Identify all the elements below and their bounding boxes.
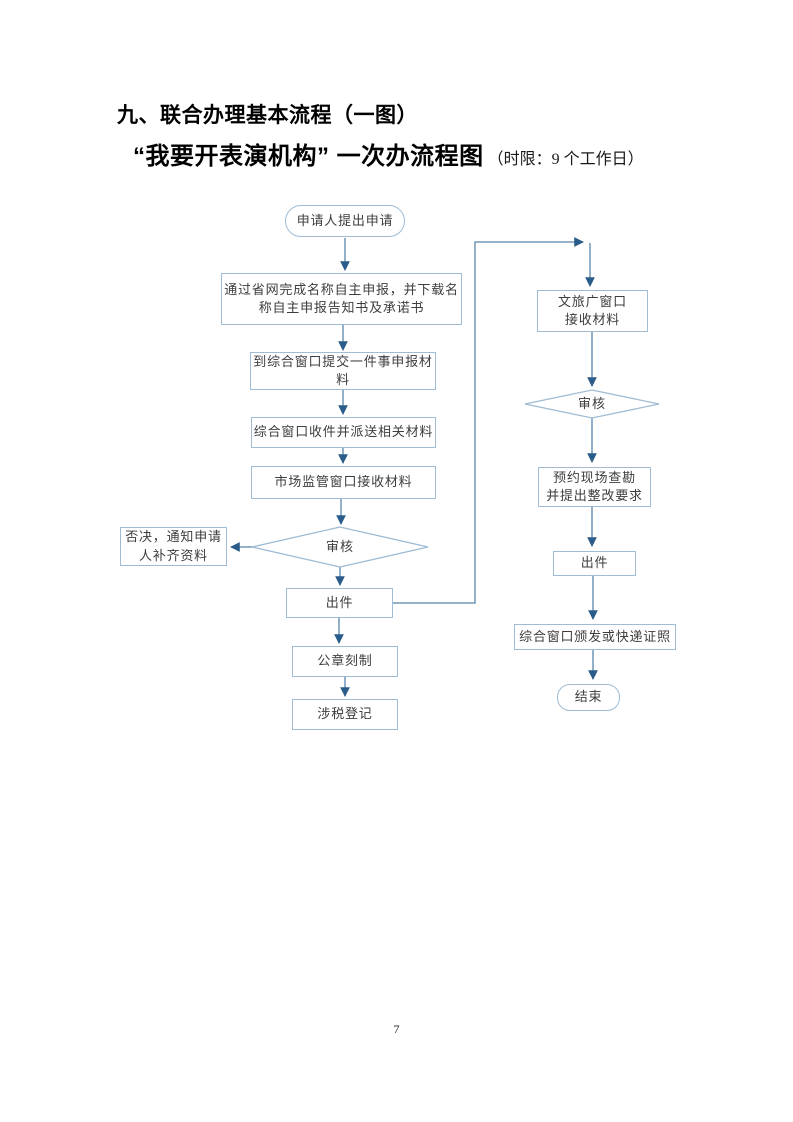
node-label: 公章刻制 <box>317 653 373 669</box>
node-seal-engraving: 公章刻制 <box>292 646 398 677</box>
node-issue-right: 出件 <box>553 551 636 576</box>
node-label: 申请人提出申请 <box>296 212 394 228</box>
node-label: 审核 <box>325 538 354 554</box>
node-label: 市场监管窗口接收材料 <box>274 474 413 490</box>
node-receive-dispatch: 综合窗口收件并派送相关材料 <box>251 417 436 448</box>
node-label: 结束 <box>574 689 603 705</box>
node-label: 出件 <box>325 594 354 610</box>
section-heading: 九、联合办理基本流程（一图） <box>117 104 418 127</box>
node-label: 综合窗口收件并派送相关材料 <box>253 424 434 440</box>
node-issue-left: 出件 <box>286 588 393 618</box>
node-label: 审核 <box>577 395 606 411</box>
node-market-window: 市场监管窗口接收材料 <box>251 466 436 499</box>
node-label: 涉税登记 <box>317 706 373 722</box>
connector-issue-left-to-right-column <box>393 237 584 604</box>
node-label: 通过省网完成名称自主申报，并下载名 称自主申报告知书及承诺书 <box>224 281 459 315</box>
connector-lines <box>230 237 598 697</box>
node-review-left-label: 审核 <box>300 533 380 561</box>
node-label: 综合窗口颁发或快递证照 <box>519 628 671 644</box>
node-label: 预约现场查勘 并提出整改要求 <box>546 469 643 503</box>
flowchart-title: “我要开表演机构” 一次办流程图（时限：9 个工作日） <box>133 136 644 171</box>
node-label: 文旅广窗口 接收材料 <box>557 293 627 327</box>
node-submit-materials: 到综合窗口提交一件事申报材 料 <box>250 352 436 390</box>
flowchart-title-note: （时限：9 个工作日） <box>487 151 644 168</box>
node-reject-notice: 否决，通知申请 人补齐资料 <box>120 527 227 566</box>
page-number: 7 <box>393 1022 400 1036</box>
node-tax-registration: 涉税登记 <box>292 699 398 730</box>
node-site-survey: 预约现场查勘 并提出整改要求 <box>538 467 651 507</box>
node-start: 申请人提出申请 <box>285 205 405 237</box>
node-self-declare: 通过省网完成名称自主申报，并下载名 称自主申报告知书及承诺书 <box>221 273 462 325</box>
decision-diamond-right <box>524 389 660 419</box>
node-end: 结束 <box>557 684 620 711</box>
node-label: 否决，通知申请 人补齐资料 <box>125 529 222 563</box>
flowchart-title-main: “我要开表演机构” 一次办流程图 <box>133 143 484 170</box>
node-label: 出件 <box>580 555 609 571</box>
node-review-right-label: 审核 <box>552 391 632 417</box>
node-culture-window: 文旅广窗口 接收材料 <box>537 290 648 332</box>
node-deliver-license: 综合窗口颁发或快递证照 <box>514 624 676 650</box>
node-label: 到综合窗口提交一件事申报材 料 <box>253 353 433 387</box>
decision-diamond-left <box>251 526 429 568</box>
